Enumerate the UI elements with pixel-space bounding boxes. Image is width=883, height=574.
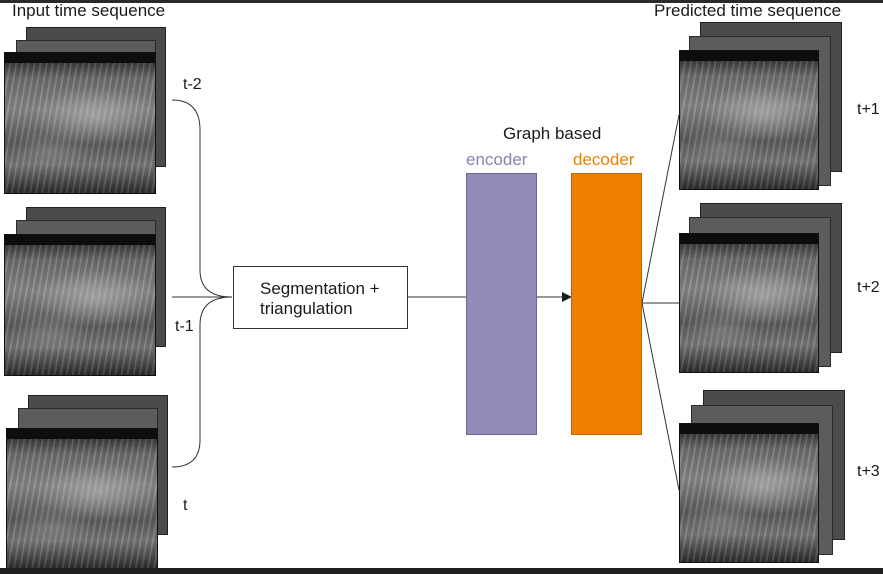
mri-image xyxy=(4,234,156,376)
graph-based-label: Graph based xyxy=(503,124,602,143)
arrow-head xyxy=(562,292,572,302)
input-label-t-1: t-1 xyxy=(175,318,194,335)
wire-t-2 xyxy=(171,99,233,298)
wire-to-t+3 xyxy=(641,302,680,491)
encoder-label: encoder xyxy=(466,150,528,169)
segmentation-triangulation-box: Segmentation + triangulation xyxy=(233,266,408,329)
mri-image xyxy=(679,233,819,373)
decoder-block xyxy=(571,173,642,435)
mri-image xyxy=(679,423,819,563)
input-sequence-title: Input time sequence xyxy=(12,1,166,20)
process-line-1: Segmentation + xyxy=(260,279,380,298)
output-label-t+1: t+1 xyxy=(857,101,880,118)
bottom-border xyxy=(0,568,883,574)
encoder-block xyxy=(466,173,537,435)
output-label-t+2: t+2 xyxy=(857,279,880,296)
decoder-label: decoder xyxy=(573,150,635,169)
input-label-t-2: t-2 xyxy=(183,76,202,93)
wire-t xyxy=(171,296,233,468)
top-border xyxy=(0,0,883,3)
process-line-2: triangulation xyxy=(260,299,353,318)
mri-image xyxy=(4,52,156,194)
mri-image xyxy=(679,50,819,190)
wire-to-t+1 xyxy=(641,114,680,304)
output-sequence-title: Predicted time sequence xyxy=(654,1,842,20)
output-label-t+3: t+3 xyxy=(857,463,880,480)
mri-image xyxy=(6,428,158,570)
input-label-t: t xyxy=(183,497,188,514)
